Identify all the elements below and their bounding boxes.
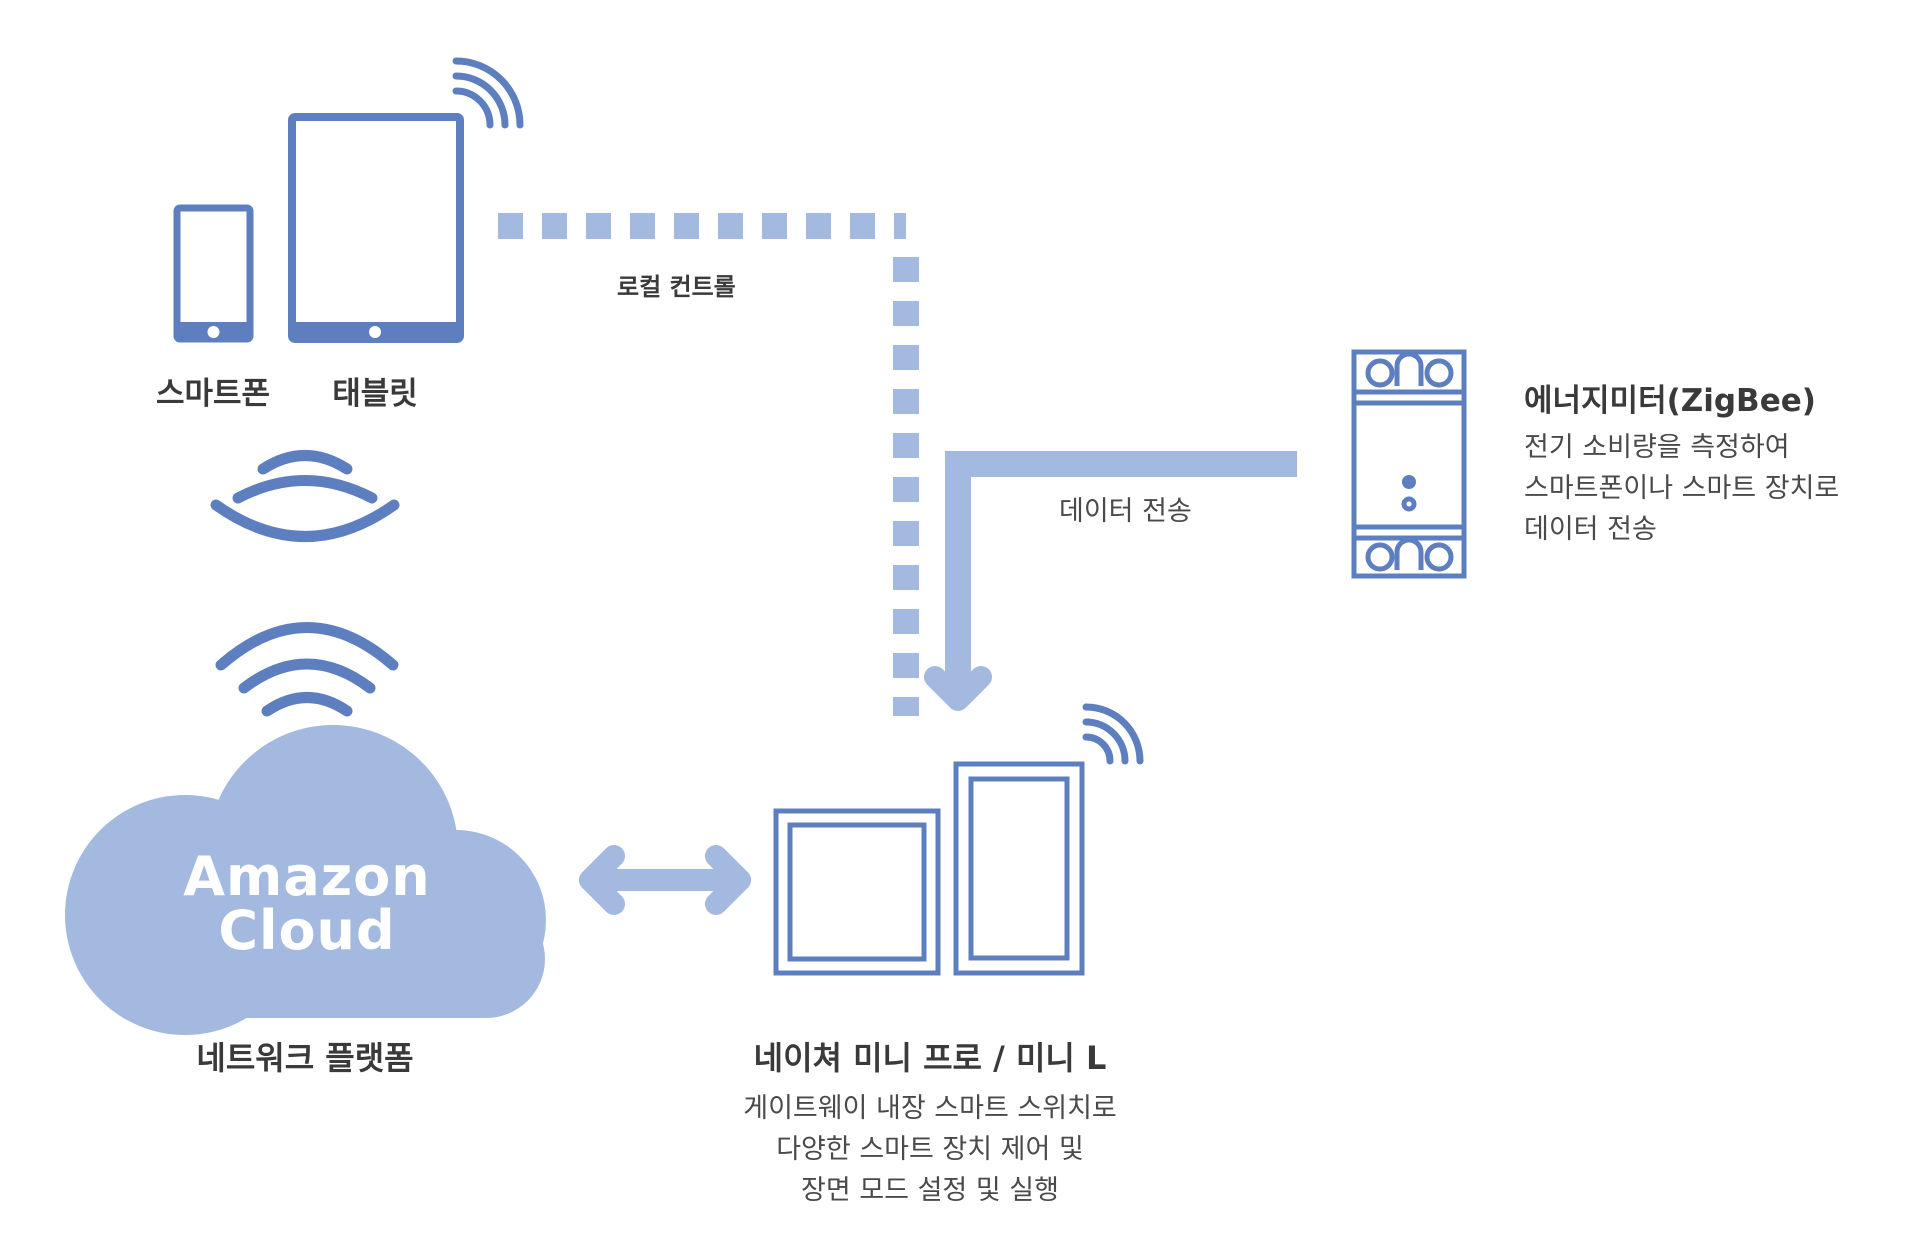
tablet-label: 태블릿 <box>332 376 418 412</box>
wifi-icon <box>210 450 400 542</box>
hub-desc-line: 게이트웨이 내장 스마트 스위치로 <box>743 1093 1117 1124</box>
cloud-icon <box>65 725 546 1035</box>
switch-icon <box>773 761 1085 976</box>
energy-meter-icon <box>1351 349 1467 579</box>
energy-meter-desc-line: 스마트폰이나 스마트 장치로 <box>1524 473 1840 504</box>
data-transfer-label: 데이터 전송 <box>1059 496 1192 527</box>
meter-indicator <box>1402 475 1416 489</box>
wifi-icon <box>1082 703 1144 765</box>
data-transfer-path <box>945 451 1297 690</box>
hub-title: 네이쳐 미니 프로 / 미니 L <box>753 1039 1107 1077</box>
double-arrow-icon <box>579 845 751 915</box>
cloud-title-line2: Cloud <box>218 899 396 962</box>
cloud-title: Amazon Cloud <box>183 850 430 958</box>
energy-meter-title: 에너지미터(ZigBee) <box>1524 383 1816 419</box>
local-control-path <box>498 213 919 716</box>
network-platform-label: 네트워크 플랫폼 <box>196 1039 414 1077</box>
tablet-icon <box>288 113 464 343</box>
cloud-title-line1: Amazon <box>183 845 431 908</box>
wifi-icon <box>215 622 399 717</box>
energy-meter-desc-line: 전기 소비량을 측정하여 <box>1524 432 1790 463</box>
down-arrow-icon <box>924 666 992 711</box>
hub-desc-line: 다양한 스마트 장치 제어 및 <box>776 1134 1084 1165</box>
smartphone-icon <box>173 204 254 343</box>
wifi-icon <box>452 57 524 129</box>
local-control-label: 로컬 컨트롤 <box>617 273 736 301</box>
smartphone-label: 스마트폰 <box>155 376 271 412</box>
hub-desc-line: 장면 모드 설정 및 실행 <box>801 1175 1059 1206</box>
hub-description: 게이트웨이 내장 스마트 스위치로 다양한 스마트 장치 제어 및 장면 모드 … <box>743 1088 1117 1211</box>
energy-meter-desc-line: 데이터 전송 <box>1524 514 1657 545</box>
energy-meter-description: 전기 소비량을 측정하여 스마트폰이나 스마트 장치로 데이터 전송 <box>1524 427 1839 550</box>
